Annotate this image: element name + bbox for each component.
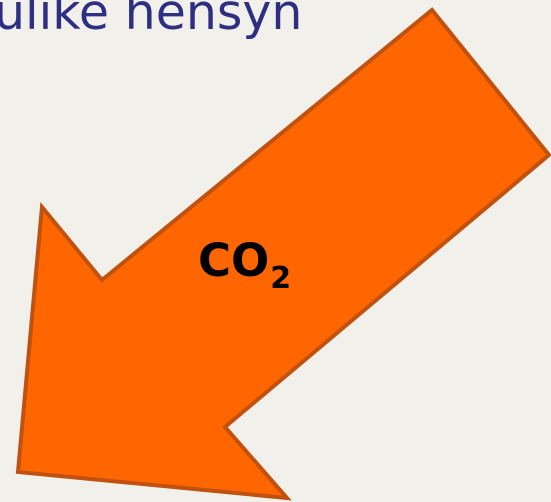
co2-arrow-shape [15,7,551,501]
co2-label-main: CO [198,234,270,287]
co2-label-subscript: 2 [270,261,292,296]
slide-heading: ulike hensyn [0,0,303,41]
co2-label: CO2 [198,238,291,294]
